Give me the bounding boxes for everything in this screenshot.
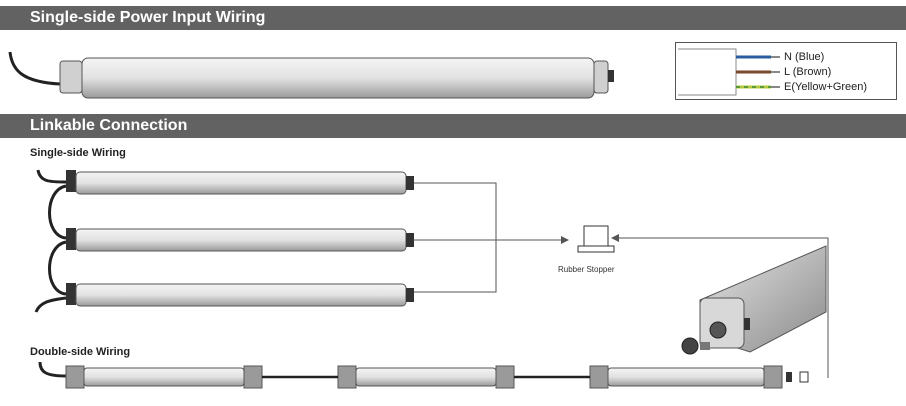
fixture-single-3: [66, 283, 414, 307]
rubber-stopper-icon: [577, 225, 615, 253]
fixture-double-3: [589, 365, 809, 389]
wire-legend-lines: [678, 48, 780, 96]
label-double-side-wiring: Double-side Wiring: [30, 346, 131, 358]
wire-label-live: L (Brown): [784, 66, 832, 78]
section-header-linkable: Linkable Connection: [0, 114, 906, 138]
label-rubber-stopper: Rubber Stopper: [558, 265, 615, 274]
fixture-double-1: [38, 361, 263, 389]
fixture-closeup: [681, 245, 827, 355]
linking-cables: [34, 169, 67, 313]
section-header-power-input: Single-side Power Input Wiring: [0, 6, 906, 30]
wire-color-legend: N (Blue) L (Brown) E(Yellow+Green): [675, 42, 897, 100]
label-single-side-wiring: Single-side Wiring: [30, 147, 126, 159]
connector-lines: [414, 182, 829, 378]
fixture-double-2: [337, 365, 515, 389]
wire-label-earth: E(Yellow+Green): [784, 81, 868, 93]
fixture-single-1: [66, 170, 414, 195]
fixture-power-input: [8, 51, 614, 99]
wire-label-neutral: N (Blue): [784, 51, 825, 63]
fixture-single-2: [66, 228, 414, 252]
